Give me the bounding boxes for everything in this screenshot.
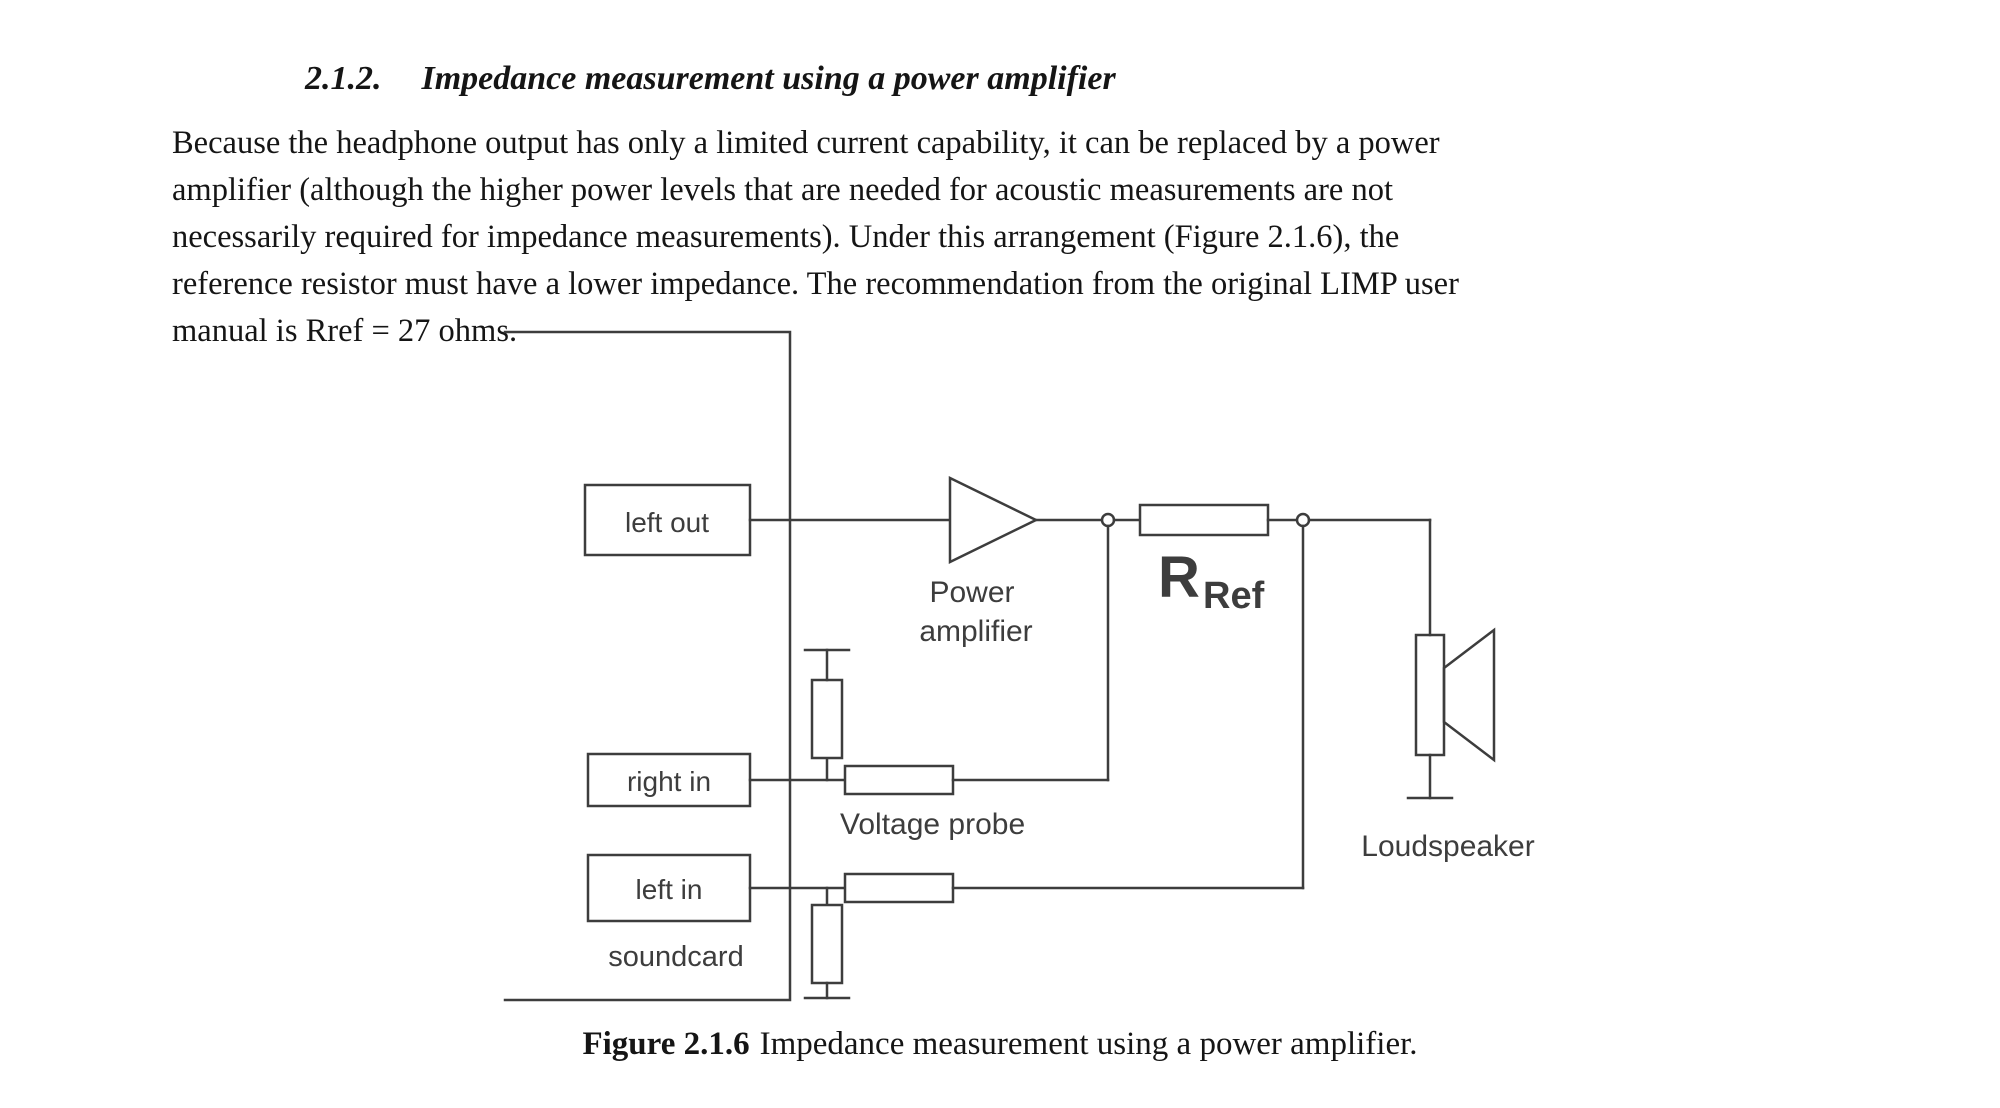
rref-label-subscript: Ref — [1203, 575, 1265, 617]
body-paragraph: Because the headphone output has only a … — [172, 125, 1459, 349]
section-heading: 2.1.2. Impedance measurement using a powe… — [305, 60, 1116, 98]
rref-resistor — [1138, 503, 1270, 537]
left-out-label: left out — [625, 507, 709, 538]
loudspeaker-label: Loudspeaker — [1361, 830, 1534, 863]
speaker-cone — [1442, 627, 1496, 763]
circuit-lines — [503, 330, 1496, 1002]
power-amplifier-label-line1: Power — [929, 576, 1014, 609]
right-in-label: right in — [627, 766, 711, 797]
node-rref-speaker — [1295, 512, 1311, 528]
probe1-series-resistor — [843, 764, 955, 796]
power-amplifier-label-line2: amplifier — [919, 615, 1032, 648]
node-amp-output — [1100, 512, 1116, 528]
section-title: Impedance measurement using a power ampl… — [421, 60, 1116, 97]
figure-caption-label: Figure 2.1.6 — [582, 1026, 750, 1062]
speaker-driver — [1414, 633, 1446, 757]
rref-label-main: R — [1158, 545, 1200, 610]
amplifier-triangle — [948, 475, 1039, 565]
soundcard-outline — [503, 330, 792, 1002]
figure-caption-text: Impedance measurement using a power ampl… — [759, 1026, 1418, 1062]
circuit-labels: left out right in left in soundcard Powe… — [608, 507, 1534, 973]
left-in-label: left in — [636, 874, 703, 905]
soundcard-label: soundcard — [608, 941, 743, 973]
section-number: 2.1.2. — [305, 60, 382, 97]
probe2-shunt-resistor — [810, 903, 844, 985]
probe1-shunt-resistor — [810, 678, 844, 760]
voltage-probe-label: Voltage probe — [840, 808, 1025, 841]
probe2-series-resistor — [843, 872, 955, 904]
